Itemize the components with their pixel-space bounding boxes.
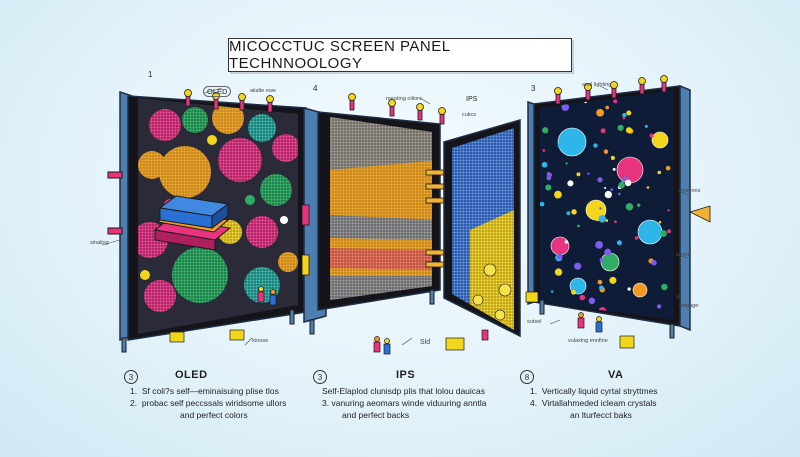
ips-line-3: and perfect backs bbox=[342, 410, 410, 420]
oled-bottom-callout: lonose bbox=[252, 338, 269, 344]
va-number: 3 bbox=[531, 84, 536, 93]
va-side-number: 8. bbox=[676, 294, 682, 301]
ips-tag: IPS bbox=[466, 96, 478, 103]
ips-circle-number: 3 bbox=[313, 370, 327, 384]
ips-line-2: 3. vanuring aeomars winde viduuring annt… bbox=[322, 398, 487, 408]
oled-line-2: 2. probac self peccssals wiridsome ullor… bbox=[130, 398, 287, 408]
va-top-callout: anel lighting bbox=[582, 82, 612, 88]
oled-line-3: and perfect colors bbox=[180, 410, 248, 420]
oled-tag: OLED bbox=[203, 86, 232, 97]
va-circle-number: 8 bbox=[520, 370, 534, 384]
va-line-1: 1. Vertically liquid cyrtal stryttmes bbox=[530, 386, 658, 396]
oled-circle-number: 3 bbox=[124, 370, 138, 384]
oled-left-callout: sinaling bbox=[90, 240, 109, 246]
oled-top-callout: aiialte ewe bbox=[250, 88, 276, 94]
ips-top-callout: reeoting oiliors bbox=[386, 96, 422, 102]
ips-bottom-callout: Sld bbox=[420, 339, 431, 346]
oled-panel bbox=[107, 89, 307, 353]
oled-title: OLED bbox=[175, 369, 208, 381]
oled-line-1: 1. Sf coli?s self—eminaisuing plise tlos bbox=[130, 386, 279, 396]
ips-mid-callout: cukcs bbox=[462, 112, 477, 118]
ips-title: IPS bbox=[396, 369, 416, 381]
va-line-2: 4. Virtallahmeded icleam crystals bbox=[530, 398, 657, 408]
va-bottom-callout-1: sutsel bbox=[527, 319, 542, 325]
va-panel bbox=[525, 75, 711, 349]
oled-number: 1 bbox=[148, 70, 153, 79]
ips-panel bbox=[301, 93, 521, 355]
va-right-callout-1: screenns bbox=[678, 188, 701, 194]
va-title: VA bbox=[608, 369, 624, 381]
va-right-callout-2: lavent bbox=[676, 252, 691, 258]
va-line-3: an lturfecct baks bbox=[570, 410, 632, 420]
ips-line-1: Self-Elaplod clunisdp plis that lolou da… bbox=[322, 386, 486, 396]
va-bottom-callout-2: vulaxing ennfine bbox=[568, 338, 608, 344]
ips-number: 4 bbox=[313, 84, 318, 93]
va-right-callout-3: wepage bbox=[679, 303, 699, 309]
page-title: MICOCCTUC SCREEN PANEL TECHNNOOLOGY bbox=[228, 38, 572, 72]
